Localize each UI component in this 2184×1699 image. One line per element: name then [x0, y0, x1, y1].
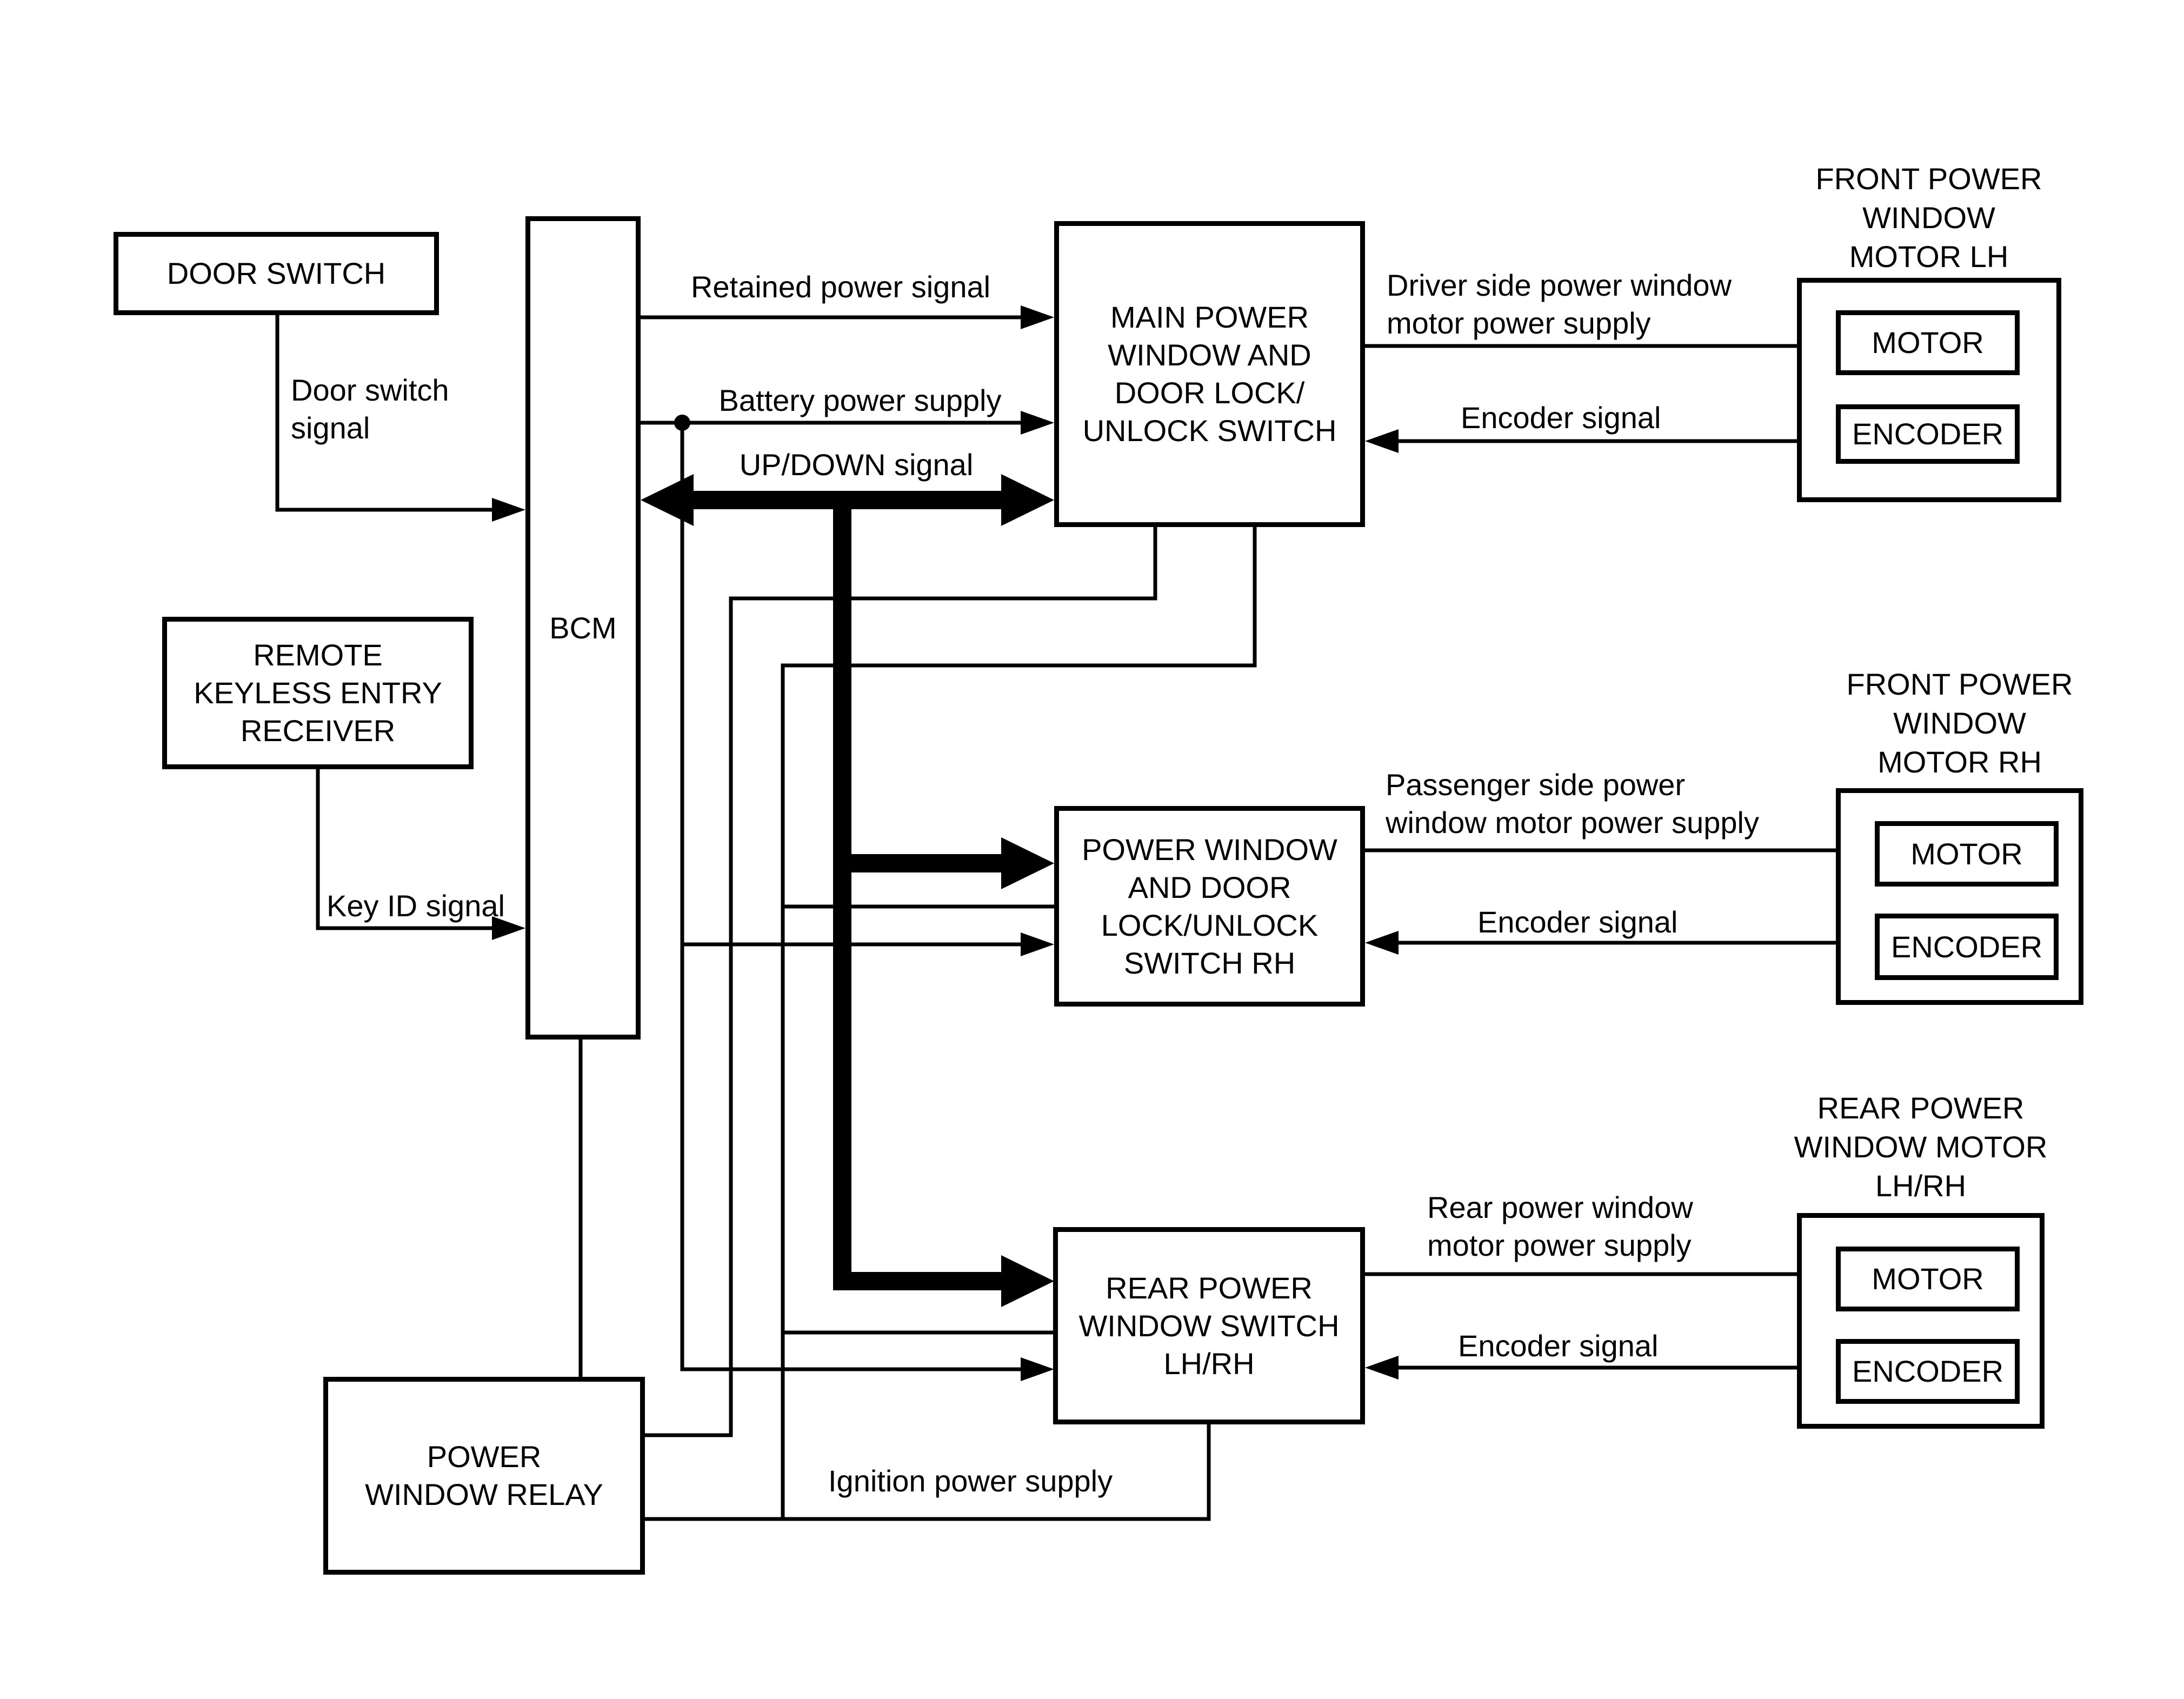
door-switch-signal-line-2: signal	[291, 411, 370, 445]
arrow-battery-into-rh	[1021, 932, 1054, 956]
door-switch-signal-line-1: Door switch	[291, 373, 449, 407]
main-power-window-switch-box: MAIN POWER WINDOW AND DOOR LOCK/ UNLOCK …	[1054, 221, 1365, 527]
wire-updown-bus-vertical	[833, 500, 1007, 1290]
driver-supply-line-2: motor power supply	[1387, 306, 1651, 340]
arrow-updown-into-main	[1001, 474, 1054, 526]
rear-power-window-switch-box: REAR POWER WINDOW SWITCH LH/RH	[1053, 1227, 1365, 1424]
bcm-label: BCM	[549, 610, 617, 645]
front-lh-encoder-signal-label: Encoder signal	[1461, 401, 1661, 435]
door-switch-box: DOOR SWITCH	[114, 232, 439, 315]
arrow-battery-into-main	[1021, 411, 1054, 435]
front-lh-title-line-3: MOTOR LH	[1849, 239, 2009, 274]
wire-relay-to-main-switch	[645, 527, 1157, 1437]
front-lh-motor-box: MOTOR	[1836, 310, 2020, 375]
rear-motor-supply-label: Rear power window motor power supply	[1427, 1189, 1693, 1264]
front-rh-title-line-1: FRONT POWER	[1846, 667, 2073, 701]
front-rh-motor-box: MOTOR	[1875, 821, 2059, 887]
door-switch-label: DOOR SWITCH	[167, 256, 386, 290]
front-rh-encoder-signal-label: Encoder signal	[1477, 905, 1678, 939]
front-lh-motor-label: MOTOR	[1872, 325, 1984, 359]
rke-line-2: KEYLESS ENTRY	[194, 676, 442, 710]
rh-switch-line-1: POWER WINDOW	[1082, 832, 1337, 867]
retained-power-signal-label: Retained power signal	[690, 270, 991, 304]
rear-supply-line-1: Rear power window	[1427, 1190, 1693, 1224]
front-lh-title-line-2: WINDOW	[1862, 201, 1995, 235]
rear-motor-title: REAR POWER WINDOW MOTOR LH/RH	[1794, 1089, 2048, 1205]
front-rh-encoder-box: ENCODER	[1875, 914, 2059, 980]
rear-motor-label: MOTOR	[1872, 1262, 1984, 1296]
rh-switch-line-2: AND DOOR	[1128, 870, 1291, 904]
wire-key-id-signal	[316, 769, 496, 930]
main-switch-line-2: WINDOW AND	[1108, 338, 1311, 372]
rear-supply-line-2: motor power supply	[1427, 1228, 1692, 1262]
rke-line-1: REMOTE	[253, 638, 383, 672]
bcm-box: BCM	[525, 216, 641, 1040]
relay-line-2: WINDOW RELAY	[365, 1477, 603, 1511]
rear-title-line-2: WINDOW MOTOR	[1794, 1130, 2048, 1164]
rear-switch-line-2: WINDOW SWITCH	[1078, 1308, 1340, 1343]
rke-line-3: RECEIVER	[240, 714, 396, 748]
rear-motor-box: MOTOR	[1836, 1247, 2020, 1311]
arrow-updown-into-rh	[1001, 837, 1054, 889]
main-switch-line-4: UNLOCK SWITCH	[1082, 414, 1337, 448]
front-lh-motor-title: FRONT POWER WINDOW MOTOR LH	[1816, 159, 2042, 276]
rh-power-window-switch-box: POWER WINDOW AND DOOR LOCK/UNLOCK SWITCH…	[1054, 806, 1365, 1007]
door-switch-signal-label: Door switch signal	[291, 371, 449, 447]
front-rh-motor-title: FRONT POWER WINDOW MOTOR RH	[1847, 665, 2073, 782]
key-id-signal-label: Key ID signal	[327, 889, 505, 923]
rear-encoder-box: ENCODER	[1836, 1339, 2020, 1404]
driver-supply-line-1: Driver side power window	[1387, 268, 1732, 302]
main-switch-line-1: MAIN POWER	[1110, 300, 1309, 334]
ignition-power-supply-label: Ignition power supply	[828, 1464, 1113, 1498]
main-switch-line-3: DOOR LOCK/	[1114, 376, 1305, 410]
rear-switch-line-3: LH/RH	[1163, 1346, 1255, 1381]
battery-power-supply-label: Battery power supply	[718, 383, 1002, 417]
remote-keyless-entry-receiver-box: REMOTE KEYLESS ENTRY RECEIVER	[162, 617, 474, 769]
wire-door-switch-signal	[275, 315, 496, 512]
driver-motor-supply-label: Driver side power window motor power sup…	[1387, 266, 1732, 342]
passenger-supply-line-1: Passenger side power	[1386, 768, 1686, 802]
wire-ignition-power-supply	[645, 1424, 1211, 1521]
arrow-door-switch-into-bcm	[492, 498, 525, 522]
rh-switch-line-3: LOCK/UNLOCK	[1101, 908, 1319, 942]
passenger-supply-line-2: window motor power supply	[1386, 805, 1759, 839]
front-rh-motor-label: MOTOR	[1910, 836, 2023, 871]
passenger-motor-supply-label: Passenger side power window motor power …	[1386, 766, 1759, 842]
wire-battery-power-vertical	[680, 423, 1024, 1371]
power-window-relay-box: POWER WINDOW RELAY	[323, 1377, 645, 1575]
front-rh-title-line-3: MOTOR RH	[1877, 745, 2042, 779]
wire-ignition-vertical-to-main	[781, 527, 1257, 1519]
rear-title-line-1: REAR POWER	[1817, 1091, 2025, 1125]
relay-line-1: POWER	[427, 1440, 542, 1474]
front-lh-encoder-box: ENCODER	[1836, 404, 2020, 464]
rear-encoder-label: ENCODER	[1852, 1354, 2004, 1388]
rh-switch-line-4: SWITCH RH	[1123, 945, 1296, 980]
rear-title-line-3: LH/RH	[1875, 1169, 1967, 1203]
arrow-key-id-into-bcm	[492, 916, 525, 940]
front-rh-encoder-label: ENCODER	[1890, 929, 2043, 964]
front-rh-title-line-2: WINDOW	[1893, 706, 2026, 740]
arrow-retained-into-main	[1021, 305, 1054, 329]
arrow-encoder-into-rh	[1365, 931, 1399, 955]
front-lh-encoder-label: ENCODER	[1852, 417, 2004, 451]
front-lh-title-line-1: FRONT POWER	[1815, 162, 2042, 196]
battery-junction-dot	[674, 415, 690, 431]
rear-switch-line-1: REAR POWER	[1106, 1270, 1313, 1305]
arrow-battery-into-rear	[1021, 1357, 1054, 1381]
arrow-encoder-into-main	[1365, 429, 1399, 453]
arrow-updown-into-rear	[1001, 1255, 1054, 1307]
arrow-updown-into-bcm	[641, 474, 694, 526]
up-down-signal-label: UP/DOWN signal	[739, 448, 974, 482]
rear-encoder-signal-label: Encoder signal	[1458, 1329, 1659, 1363]
arrow-encoder-into-rear	[1365, 1356, 1399, 1380]
